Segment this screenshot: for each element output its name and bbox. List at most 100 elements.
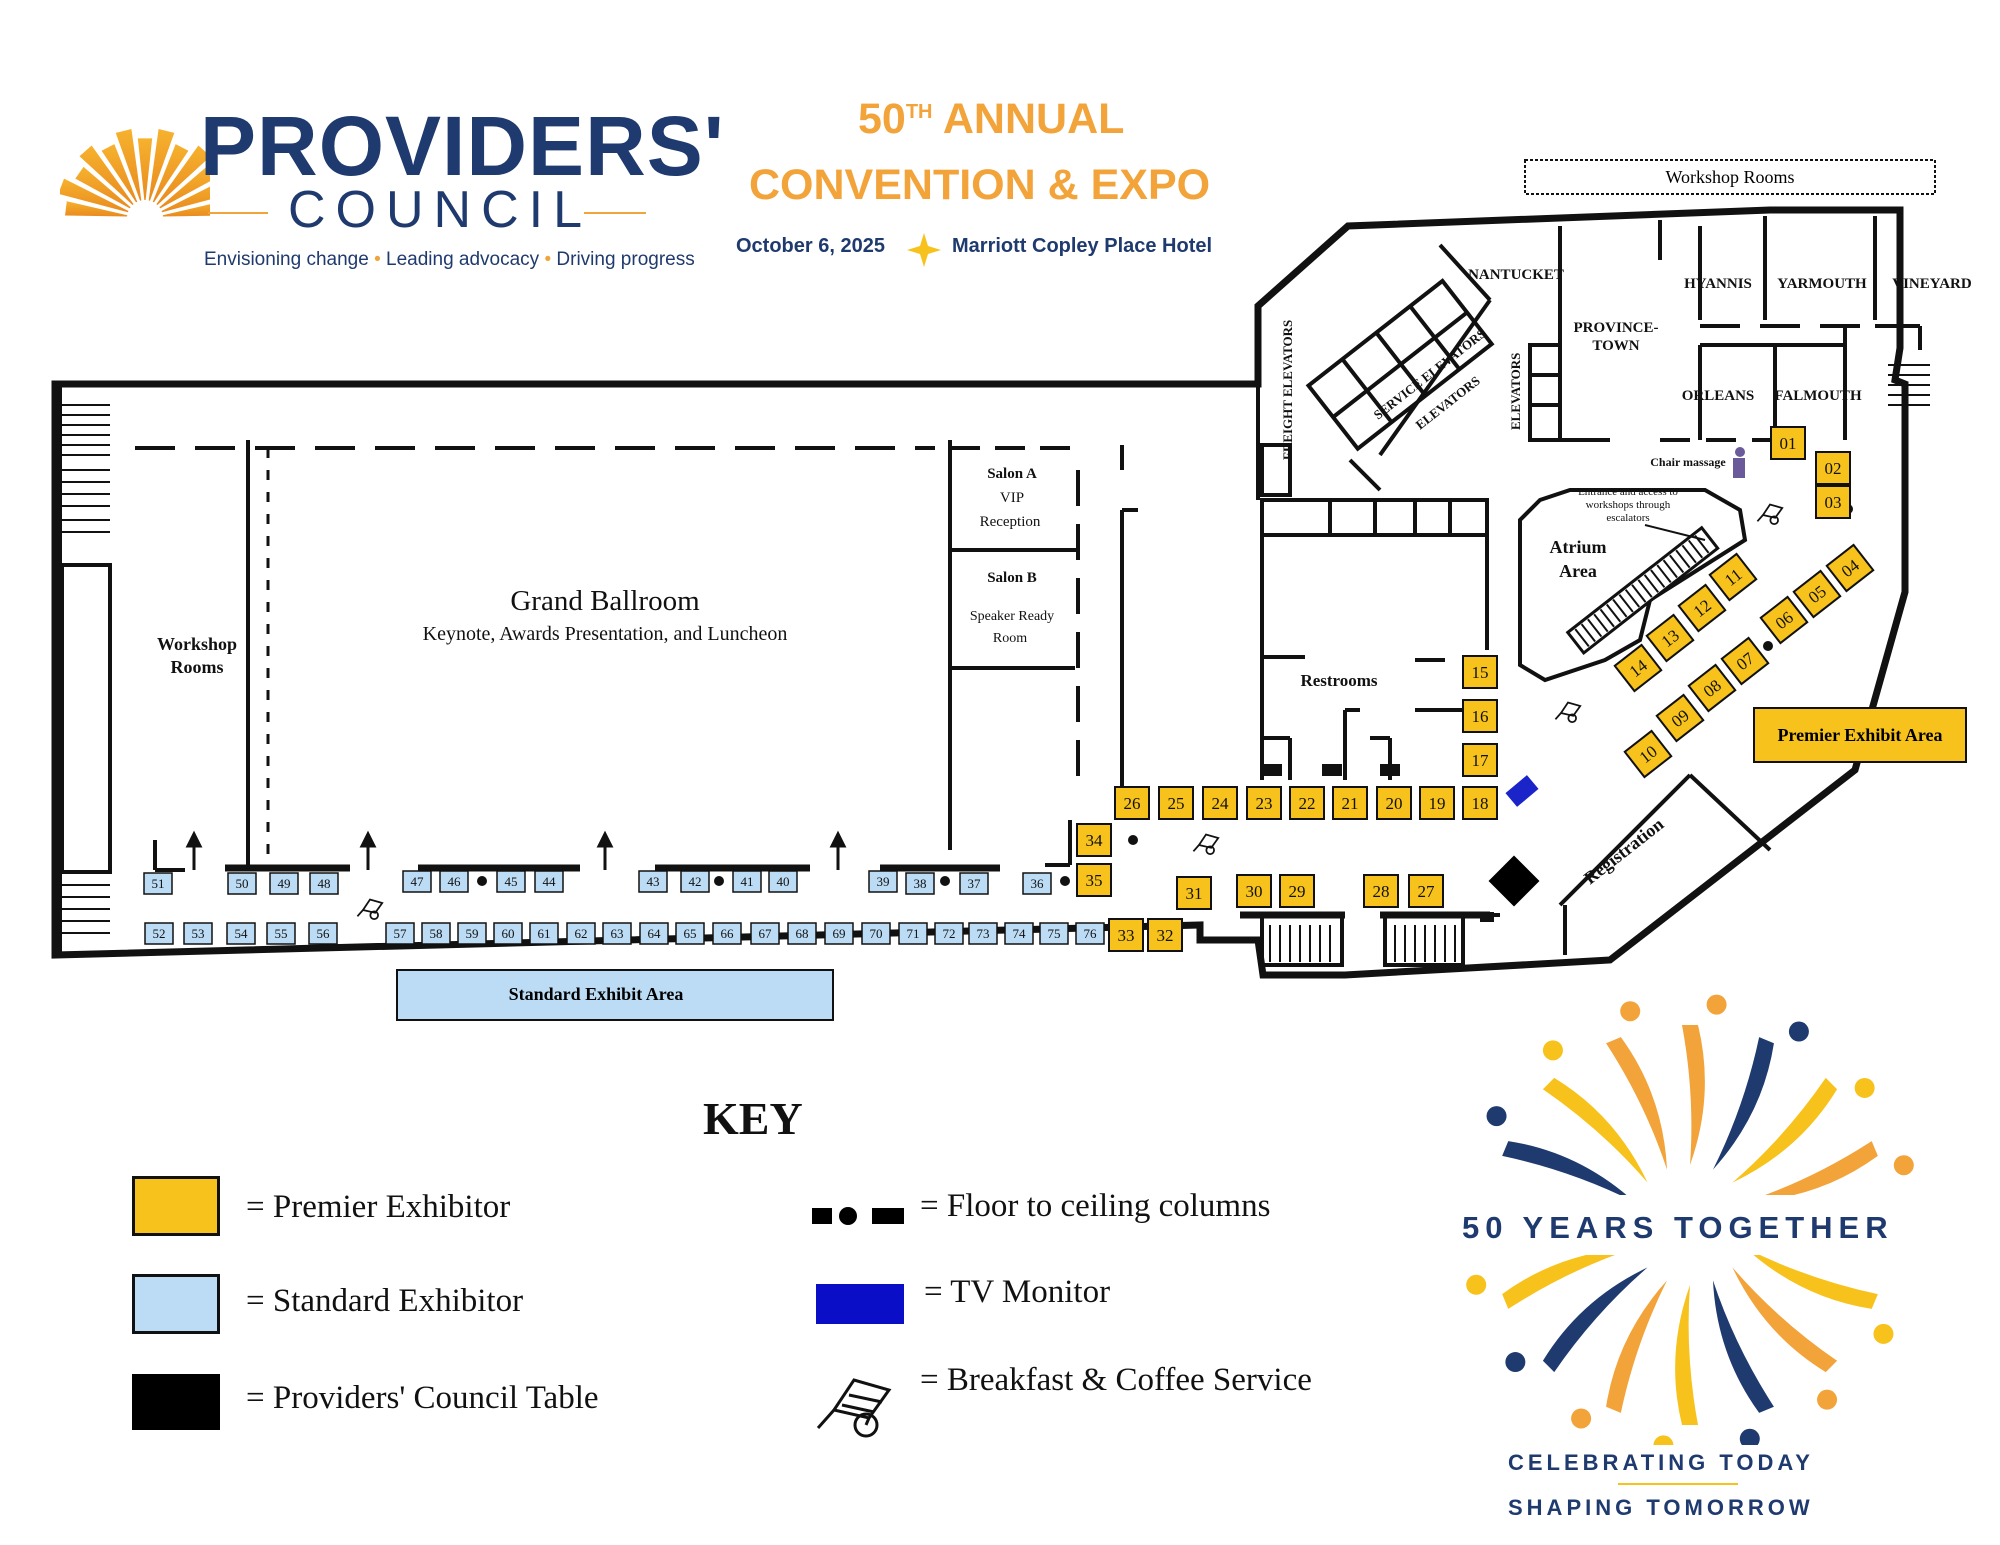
standard-booth-73[interactable]: 73 bbox=[968, 922, 998, 945]
premier-booth-01[interactable]: 01 bbox=[1770, 426, 1806, 460]
premier-booth-14[interactable]: 14 bbox=[1613, 643, 1663, 693]
booth-box bbox=[905, 872, 935, 895]
standard-booth-62[interactable]: 62 bbox=[566, 922, 596, 945]
premier-booth-12[interactable]: 12 bbox=[1677, 583, 1727, 633]
standard-booth-50[interactable]: 50 bbox=[227, 872, 257, 895]
premier-booth-17[interactable]: 17 bbox=[1462, 743, 1498, 777]
premier-booth-02[interactable]: 02 bbox=[1815, 451, 1851, 485]
standard-booth-65[interactable]: 65 bbox=[675, 922, 705, 945]
premier-booth-27[interactable]: 27 bbox=[1408, 874, 1444, 908]
premier-booth-03[interactable]: 03 bbox=[1815, 485, 1851, 519]
premier-booth-15[interactable]: 15 bbox=[1462, 655, 1498, 689]
standard-booth-76[interactable]: 76 bbox=[1075, 922, 1105, 945]
emblem-dot bbox=[1854, 1077, 1875, 1098]
premier-booth-35[interactable]: 35 bbox=[1076, 863, 1112, 897]
standard-booth-63[interactable]: 63 bbox=[602, 922, 632, 945]
standard-booth-55[interactable]: 55 bbox=[266, 922, 296, 945]
standard-booth-66[interactable]: 66 bbox=[712, 922, 742, 945]
booth-box bbox=[712, 922, 742, 945]
premier-booth-10[interactable]: 10 bbox=[1623, 729, 1673, 779]
premier-booth-24[interactable]: 24 bbox=[1202, 786, 1238, 820]
standard-booth-52[interactable]: 52 bbox=[144, 922, 174, 945]
standard-booth-70[interactable]: 70 bbox=[861, 922, 891, 945]
booth-box bbox=[959, 872, 989, 895]
premier-booth-32[interactable]: 32 bbox=[1147, 918, 1183, 952]
premier-booth-34[interactable]: 34 bbox=[1076, 823, 1112, 857]
service-elevators-block bbox=[1305, 278, 1495, 452]
room-elevators-vertical: ELEVATORS bbox=[1508, 353, 1523, 430]
standard-booth-61[interactable]: 61 bbox=[529, 922, 559, 945]
room-grand-ballroom-sub: Keynote, Awards Presentation, and Lunche… bbox=[423, 623, 788, 645]
sun-ray bbox=[60, 178, 129, 213]
wall-block bbox=[60, 563, 112, 874]
booth-number: 27 bbox=[1418, 882, 1436, 901]
standard-booth-51[interactable]: 51 bbox=[143, 872, 173, 895]
standard-booth-74[interactable]: 74 bbox=[1004, 922, 1034, 945]
event-title-line1: 50TH ANNUAL bbox=[858, 98, 1124, 141]
standard-booth-60[interactable]: 60 bbox=[493, 922, 523, 945]
standard-booth-53[interactable]: 53 bbox=[183, 922, 213, 945]
premier-area-box bbox=[1753, 707, 1967, 763]
premier-booth-20[interactable]: 20 bbox=[1376, 786, 1412, 820]
standard-booth-46[interactable]: 46 bbox=[439, 870, 469, 893]
premier-booth-19[interactable]: 19 bbox=[1419, 786, 1455, 820]
premier-booth-11[interactable]: 11 bbox=[1708, 552, 1758, 602]
premier-booth-13[interactable]: 13 bbox=[1645, 613, 1695, 663]
booth-box bbox=[1708, 552, 1758, 602]
standard-booth-40[interactable]: 40 bbox=[768, 870, 798, 893]
standard-booth-49[interactable]: 49 bbox=[269, 872, 299, 895]
premier-booth-26[interactable]: 26 bbox=[1114, 786, 1150, 820]
standard-booth-45[interactable]: 45 bbox=[496, 870, 526, 893]
council-table-icon bbox=[1488, 855, 1540, 907]
standard-booth-48[interactable]: 48 bbox=[309, 872, 339, 895]
premier-booth-28[interactable]: 28 bbox=[1363, 874, 1399, 908]
standard-booth-58[interactable]: 58 bbox=[421, 922, 451, 945]
standard-booth-64[interactable]: 64 bbox=[639, 922, 669, 945]
standard-booth-69[interactable]: 69 bbox=[824, 922, 854, 945]
premier-booth-04[interactable]: 04 bbox=[1825, 543, 1875, 593]
premier-booth-21[interactable]: 21 bbox=[1332, 786, 1368, 820]
premier-booth-16[interactable]: 16 bbox=[1462, 699, 1498, 733]
room-provincetown: PROVINCE- bbox=[1574, 320, 1659, 336]
standard-booth-43[interactable]: 43 bbox=[638, 870, 668, 893]
standard-booth-42[interactable]: 42 bbox=[680, 870, 710, 893]
logo-tagline: Envisioning change • Leading advocacy • … bbox=[204, 250, 695, 269]
standard-booth-37[interactable]: 37 bbox=[959, 872, 989, 895]
premier-booth-18[interactable]: 18 bbox=[1462, 786, 1498, 820]
booth-number: 59 bbox=[466, 926, 479, 941]
booth-number: 50 bbox=[236, 876, 249, 891]
premier-booth-23[interactable]: 23 bbox=[1246, 786, 1282, 820]
booth-number: 15 bbox=[1472, 663, 1489, 682]
standard-booth-67[interactable]: 67 bbox=[750, 922, 780, 945]
chair-massage-label: Chair massage bbox=[1650, 455, 1726, 469]
premier-booth-06[interactable]: 06 bbox=[1759, 595, 1809, 645]
standard-booth-44[interactable]: 44 bbox=[534, 870, 564, 893]
premier-booth-22[interactable]: 22 bbox=[1289, 786, 1325, 820]
standard-booth-36[interactable]: 36 bbox=[1022, 872, 1052, 895]
standard-booth-56[interactable]: 56 bbox=[308, 922, 338, 945]
premier-booth-31[interactable]: 31 bbox=[1176, 876, 1212, 910]
premier-booth-33[interactable]: 33 bbox=[1108, 918, 1144, 952]
standard-booth-47[interactable]: 47 bbox=[402, 870, 432, 893]
standard-booth-54[interactable]: 54 bbox=[226, 922, 256, 945]
premier-booth-30[interactable]: 30 bbox=[1236, 874, 1272, 908]
standard-booth-71[interactable]: 71 bbox=[898, 922, 928, 945]
booth-number: 69 bbox=[833, 926, 846, 941]
emblem-figure bbox=[1745, 1247, 1878, 1309]
standard-booth-72[interactable]: 72 bbox=[934, 922, 964, 945]
premier-booth-09[interactable]: 09 bbox=[1655, 693, 1705, 743]
standard-booth-38[interactable]: 38 bbox=[905, 872, 935, 895]
standard-booth-57[interactable]: 57 bbox=[385, 922, 415, 945]
standard-booth-75[interactable]: 75 bbox=[1039, 922, 1069, 945]
emblem-dot bbox=[1542, 1040, 1563, 1061]
premier-booth-05[interactable]: 05 bbox=[1792, 569, 1842, 619]
standard-booth-68[interactable]: 68 bbox=[787, 922, 817, 945]
booth-number: 52 bbox=[153, 926, 166, 941]
premier-booth-08[interactable]: 08 bbox=[1687, 663, 1737, 713]
standard-booth-59[interactable]: 59 bbox=[457, 922, 487, 945]
premier-booth-07[interactable]: 07 bbox=[1720, 636, 1770, 686]
standard-booth-41[interactable]: 41 bbox=[732, 870, 762, 893]
premier-booth-29[interactable]: 29 bbox=[1279, 874, 1315, 908]
premier-booth-25[interactable]: 25 bbox=[1158, 786, 1194, 820]
standard-booth-39[interactable]: 39 bbox=[868, 870, 898, 893]
